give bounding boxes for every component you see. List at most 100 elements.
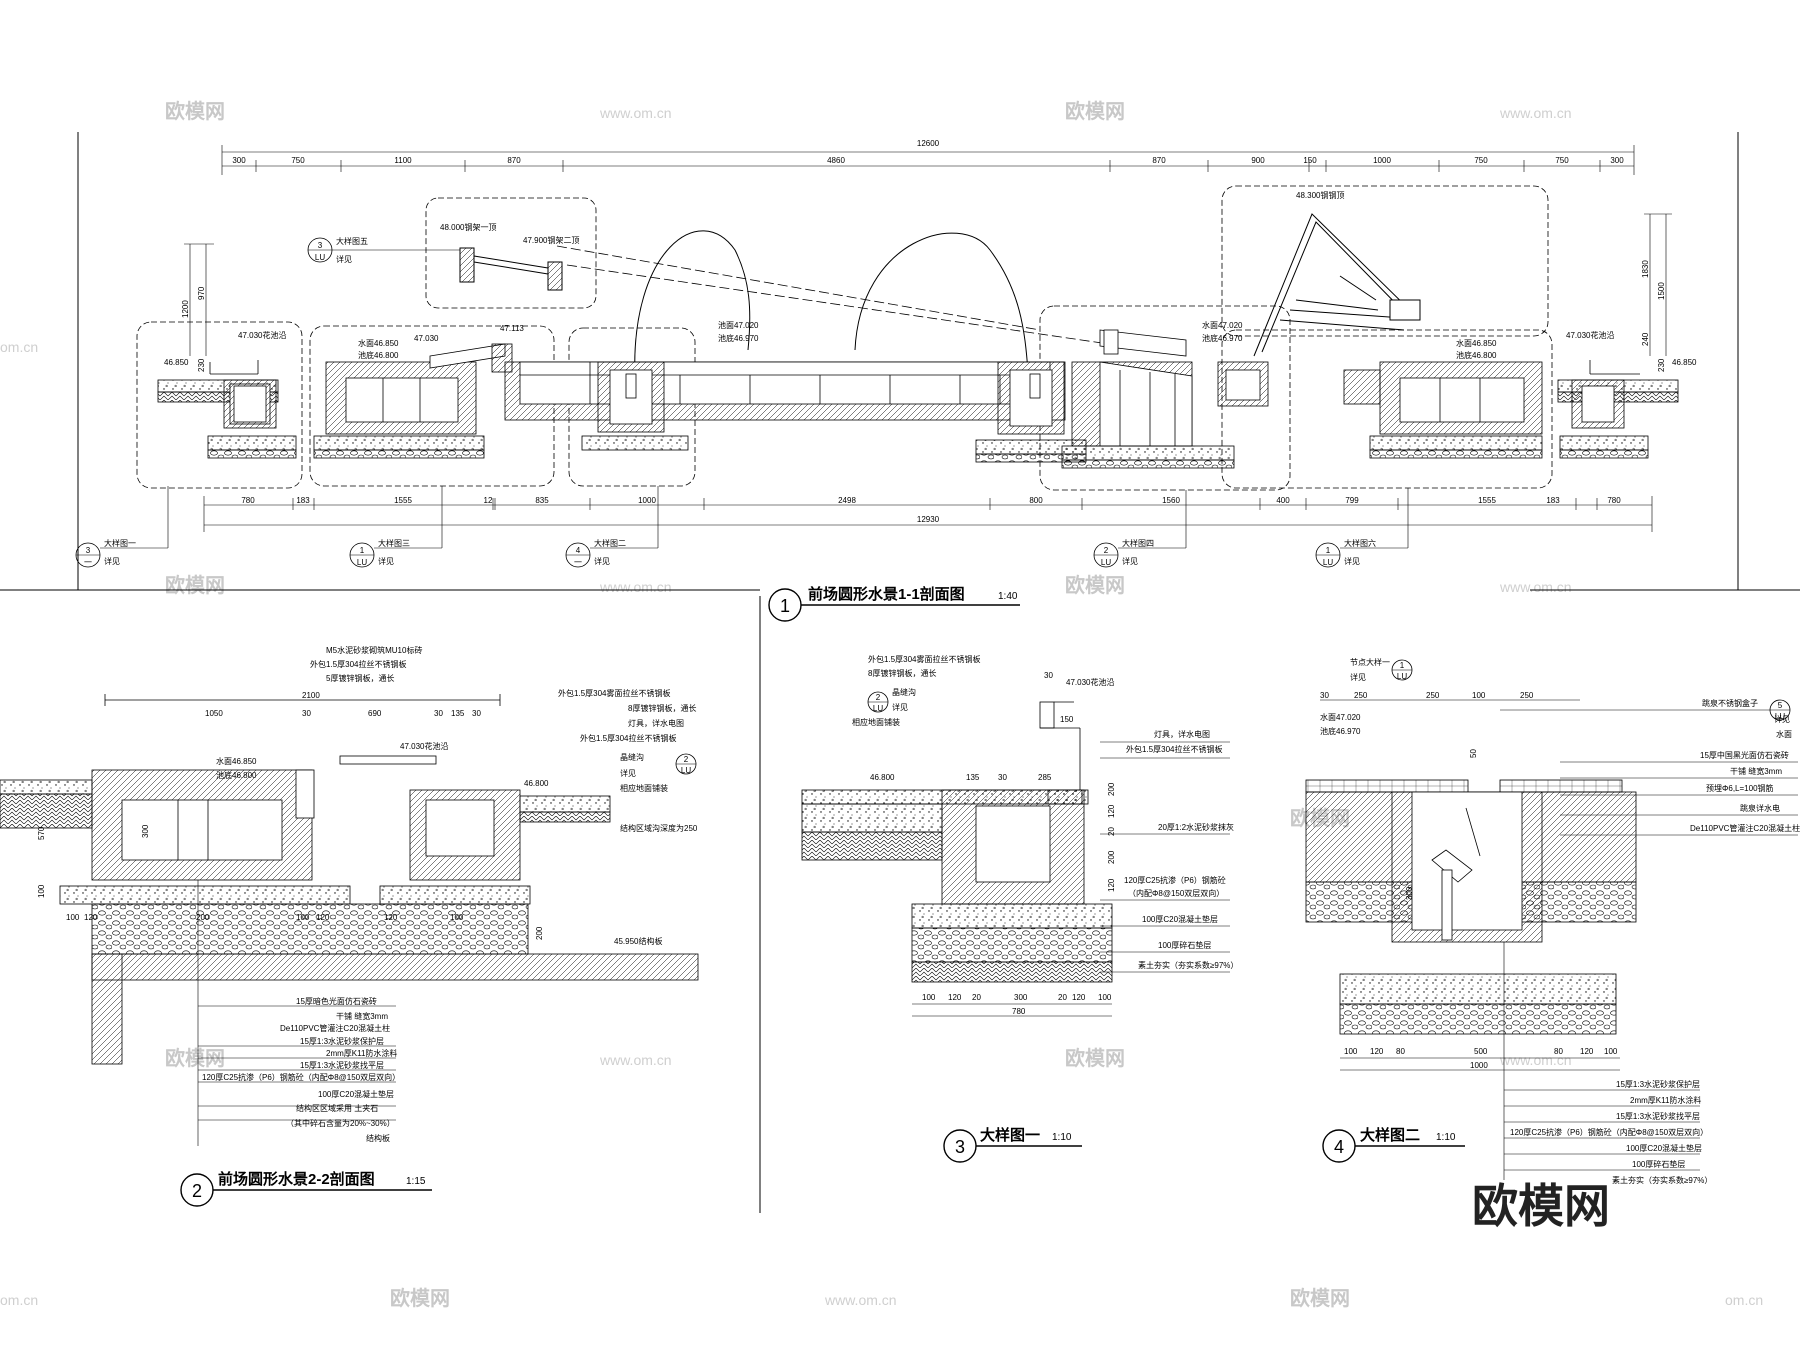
- svg-text:5: 5: [1778, 701, 1783, 710]
- dim-top: 750: [1555, 156, 1569, 165]
- callout-bubble: 3 一 大样图一 详见: [75, 486, 169, 568]
- elev-113: 47.113: [500, 324, 524, 333]
- layer-note: 100厚碎石垫层: [1632, 1159, 1685, 1169]
- callout-bubble: 2 LU: [675, 753, 697, 775]
- elev-pool-edge: 47.030花池沿: [238, 330, 286, 340]
- dim: 120: [1580, 1047, 1594, 1056]
- dim: 20: [1058, 993, 1067, 1002]
- dim: 100: [1098, 993, 1112, 1002]
- svg-text:LU: LU: [1101, 558, 1111, 567]
- svg-text:LU: LU: [357, 558, 367, 567]
- svg-text:4: 4: [576, 546, 581, 555]
- watermark-brand: 欧模网: [1290, 1286, 1350, 1310]
- vertical-dims: [184, 213, 1672, 356]
- fountain-arcs: [634, 230, 1029, 379]
- vdim: 200: [1107, 782, 1116, 796]
- elev-bottom: 池底46.970: [718, 333, 759, 343]
- note: 详见: [620, 768, 636, 778]
- note: 干铺 缝宽3mm: [1730, 766, 1782, 776]
- note: 相应地面铺装: [852, 717, 900, 727]
- section-title: 前场圆形水景2-2剖面图: [218, 1170, 375, 1188]
- svg-text:详见: 详见: [336, 254, 352, 264]
- note: 15厚中国黑光面仿石瓷砖: [1700, 750, 1789, 760]
- section-1-1: 12600 300 750 1100 870 4860 870 900 150 …: [75, 139, 1697, 622]
- dim: 100: [1344, 1047, 1358, 1056]
- dim: 120: [1072, 993, 1086, 1002]
- callout-bubble-top: 3 LU 大样图五 详见: [307, 236, 460, 264]
- dim: 80: [1554, 1047, 1563, 1056]
- layer-note: 15厚暗色光面仿石瓷砖: [296, 996, 377, 1006]
- title-number: 1: [780, 596, 790, 616]
- vdim: 230: [1657, 358, 1666, 372]
- layer-note: 15厚1:3水泥砂浆保护层: [1616, 1079, 1700, 1089]
- svg-text:LU: LU: [315, 253, 325, 262]
- svg-text:2: 2: [876, 693, 881, 702]
- dim-bottom: 400: [1276, 496, 1290, 505]
- elev-bottom: 池底46.800: [1456, 350, 1497, 360]
- watermark-large: 欧模网: [1472, 1180, 1610, 1232]
- dim: 120: [1370, 1047, 1384, 1056]
- note: 跳泉详水电: [1740, 803, 1780, 813]
- note: 详见: [892, 702, 908, 712]
- elev-water: 水面46.850: [358, 338, 399, 348]
- svg-text:详见: 详见: [104, 556, 120, 566]
- watermark-url: www.om.cn: [599, 579, 672, 595]
- svg-text:2: 2: [684, 755, 689, 764]
- elev: 47.030花池沿: [1066, 677, 1114, 687]
- svg-text:大样图五: 大样图五: [336, 236, 368, 246]
- svg-text:一: 一: [84, 558, 92, 567]
- watermark-url: www.om.cn: [599, 1052, 672, 1068]
- svg-text:1: 1: [1326, 546, 1331, 555]
- dim-top: 1100: [394, 156, 412, 165]
- dim: 30: [472, 709, 481, 718]
- dim: 20: [972, 993, 981, 1002]
- title-number: 3: [955, 1137, 965, 1157]
- layer-note: 干铺 缝宽3mm: [336, 1011, 388, 1021]
- elev-level: 46.850: [164, 358, 189, 367]
- dim-top: 150: [1303, 156, 1317, 165]
- watermark-url: om.cn: [0, 339, 38, 355]
- elev: 池底46.800: [216, 770, 257, 780]
- node-note: 详见: [1350, 672, 1366, 682]
- title-scale: 1:15: [406, 1176, 426, 1187]
- dim-total-bottom: 12930: [917, 515, 940, 524]
- vdim: 300: [1405, 886, 1414, 900]
- dim-bottom: 1000: [638, 496, 656, 505]
- layer-note-list: 15厚1:3水泥砂浆保护层 2mm厚K11防水涂料 15厚1:3水泥砂浆找平层 …: [1503, 942, 1712, 1185]
- dim-top: 300: [232, 156, 246, 165]
- svg-text:大样图一: 大样图一: [104, 538, 136, 548]
- svg-text:1: 1: [1400, 661, 1405, 670]
- callouts: 3 一 大样图一 详见 1 LU 大样图三 详见 4 一: [75, 236, 1409, 568]
- layer-note: 2mm厚K11防水涂料: [326, 1048, 397, 1058]
- note: 5厚镀锌钢板，通长: [326, 673, 394, 683]
- dim-chain-top: [221, 145, 1635, 175]
- dim: 690: [368, 709, 382, 718]
- dim-bottom: 183: [1546, 496, 1560, 505]
- vdim: 120: [1107, 878, 1116, 892]
- callout-bubble: 2 LU: [867, 691, 889, 713]
- dim-bottom: 183: [296, 496, 310, 505]
- note: 晶缝沟: [620, 752, 644, 762]
- note: 详见: [1774, 714, 1790, 724]
- note: 晶缝沟: [892, 687, 916, 697]
- title-block-4: 4 大样图二 1:10: [1322, 1126, 1465, 1163]
- layer-note: 2mm厚K11防水涂料: [1630, 1095, 1701, 1105]
- dim-top: 750: [1474, 156, 1488, 165]
- dim: 150: [1060, 715, 1074, 724]
- detail-1-drawing: [801, 701, 1113, 983]
- layer-note: 15厚1:3水泥砂浆找平层: [300, 1060, 384, 1070]
- watermark-url: om.cn: [1725, 1292, 1763, 1308]
- dim: 120: [384, 913, 398, 922]
- steel-roof: [1253, 213, 1421, 357]
- leader-lines: [1100, 741, 1230, 973]
- note: 8厚镀锌钢板，通长: [628, 703, 696, 713]
- watermark-brand: 欧模网: [390, 1286, 450, 1310]
- vdim: 100: [37, 884, 46, 898]
- layer-note-list: 15厚暗色光面仿石瓷砖 干铺 缝宽3mm De110PVC管灌注C20混凝土柱 …: [197, 880, 400, 1146]
- elev-bottom: 池底46.800: [358, 350, 399, 360]
- callout-bubble: 1 LU: [1391, 659, 1413, 681]
- vdim: 1500: [1657, 282, 1666, 300]
- dim: 30: [434, 709, 443, 718]
- callout-bubble: 2 LU 大样图四 详见: [1093, 490, 1187, 568]
